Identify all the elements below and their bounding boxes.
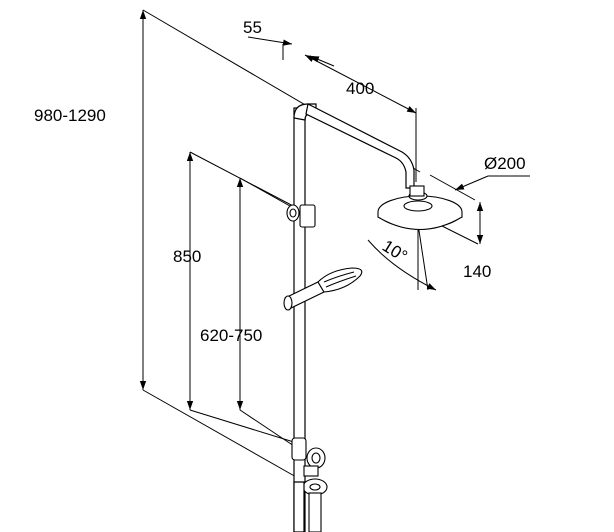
bottom-connector bbox=[291, 437, 328, 532]
dim-rail-offset-2 bbox=[309, 55, 335, 67]
label-head-diameter: Ø200 bbox=[484, 154, 526, 173]
overhead-arm bbox=[305, 103, 415, 189]
label-total-height: 980-1290 bbox=[34, 106, 106, 125]
label-rail-offset: 55 bbox=[243, 18, 262, 37]
extension-lines bbox=[142, 9, 479, 483]
dimension-labels: 980-1290 55 400 Ø200 140 10° 850 620-750 bbox=[34, 18, 526, 345]
label-arm-projection: 400 bbox=[346, 79, 374, 98]
slider-holder bbox=[286, 204, 316, 228]
label-tilt-angle: 10° bbox=[379, 236, 411, 266]
dim-arm-projection bbox=[304, 54, 417, 114]
shower-head bbox=[377, 185, 463, 231]
label-slider-range: 620-750 bbox=[200, 326, 262, 345]
hand-shower bbox=[283, 267, 363, 311]
dimension-lines bbox=[139, 10, 530, 410]
dim-rail-offset bbox=[247, 36, 293, 46]
label-holder-height: 850 bbox=[173, 247, 201, 266]
label-head-drop: 140 bbox=[463, 262, 491, 281]
